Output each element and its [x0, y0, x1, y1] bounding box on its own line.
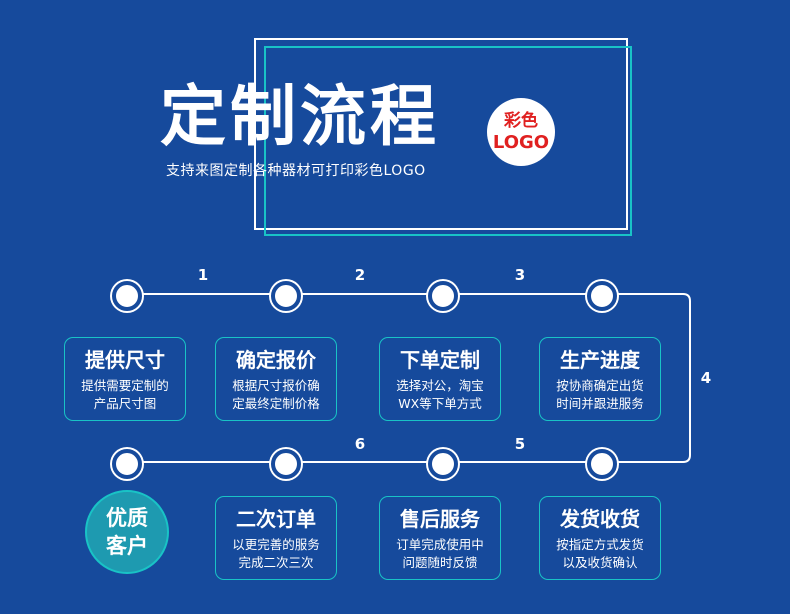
title-frame-inner	[264, 46, 632, 236]
page-title: 定制流程	[160, 78, 440, 155]
step-card-place-order: 下单定制 选择对公，淘宝 WX等下单方式	[379, 337, 501, 421]
flow-node-5	[112, 449, 142, 479]
step-number-6: 6	[354, 435, 366, 453]
step-card-desc-line: 时间并跟进服务	[556, 396, 644, 411]
customer-badge-line1: 优质	[106, 506, 148, 530]
flow-node-2	[271, 281, 301, 311]
page-subtitle: 支持来图定制各种器材可打印彩色LOGO	[166, 163, 426, 179]
step-card-shipping: 发货收货 按指定方式发货 以及收货确认	[539, 496, 661, 580]
step-card-production: 生产进度 按协商确定出货 时间并跟进服务	[539, 337, 661, 421]
flow-node-3	[428, 281, 458, 311]
step-card-desc-line: 提供需要定制的	[81, 378, 169, 393]
step-card-desc-line: 产品尺寸图	[93, 396, 157, 411]
step-card-desc: 选择对公，淘宝 WX等下单方式	[380, 377, 500, 413]
step-card-desc-line: WX等下单方式	[398, 396, 482, 411]
step-card-after-sales: 售后服务 订单完成使用中 问题随时反馈	[379, 496, 501, 580]
step-card-desc-line: 订单完成使用中	[396, 537, 484, 552]
step-card-title: 提供尺寸	[85, 348, 165, 372]
logo-badge-line2: LOGO	[492, 132, 550, 153]
step-card-title: 下单定制	[400, 348, 480, 372]
step-card-title: 生产进度	[560, 348, 640, 372]
step-card-desc: 根据尺寸报价确 定最终定制价格	[216, 377, 336, 413]
step-card-desc-line: 根据尺寸报价确	[232, 378, 320, 393]
step-card-title: 售后服务	[400, 507, 480, 531]
step-card-confirm-quote: 确定报价 根据尺寸报价确 定最终定制价格	[215, 337, 337, 421]
step-card-desc-line: 以更完善的服务	[232, 537, 320, 552]
step-card-desc-line: 按指定方式发货	[556, 537, 644, 552]
step-number-3: 3	[514, 266, 526, 284]
step-card-desc-line: 按协商确定出货	[556, 378, 644, 393]
step-card-repeat-order: 二次订单 以更完善的服务 完成二次三次	[215, 496, 337, 580]
step-card-desc-line: 定最终定制价格	[232, 396, 320, 411]
title-frame-outer	[254, 38, 628, 230]
step-card-provide-size: 提供尺寸 提供需要定制的 产品尺寸图	[64, 337, 186, 421]
step-card-desc: 提供需要定制的 产品尺寸图	[65, 377, 185, 413]
step-card-title: 发货收货	[560, 507, 640, 531]
flow-node-8	[587, 449, 617, 479]
flow-node-4	[587, 281, 617, 311]
step-card-desc-line: 问题随时反馈	[402, 555, 478, 570]
customer-badge-line2: 客户	[106, 534, 148, 558]
logo-badge-line1: 彩色	[504, 111, 538, 131]
flow-node-7	[428, 449, 458, 479]
step-card-desc: 以更完善的服务 完成二次三次	[216, 536, 336, 572]
step-card-desc-line: 完成二次三次	[238, 555, 314, 570]
step-number-2: 2	[354, 266, 366, 284]
step-card-desc-line: 选择对公，淘宝	[396, 378, 484, 393]
step-card-title: 确定报价	[236, 348, 316, 372]
color-logo-badge: 彩色 LOGO	[487, 98, 555, 166]
step-number-1: 1	[197, 266, 209, 284]
step-card-desc-line: 以及收货确认	[562, 555, 638, 570]
flow-node-6	[271, 449, 301, 479]
step-number-4: 4	[700, 369, 712, 387]
step-card-desc: 订单完成使用中 问题随时反馈	[380, 536, 500, 572]
step-number-5: 5	[514, 435, 526, 453]
step-card-desc: 按协商确定出货 时间并跟进服务	[540, 377, 660, 413]
step-card-title: 二次订单	[236, 507, 316, 531]
step-card-desc: 按指定方式发货 以及收货确认	[540, 536, 660, 572]
quality-customer-badge: 优质 客户	[85, 490, 169, 574]
flow-node-1	[112, 281, 142, 311]
